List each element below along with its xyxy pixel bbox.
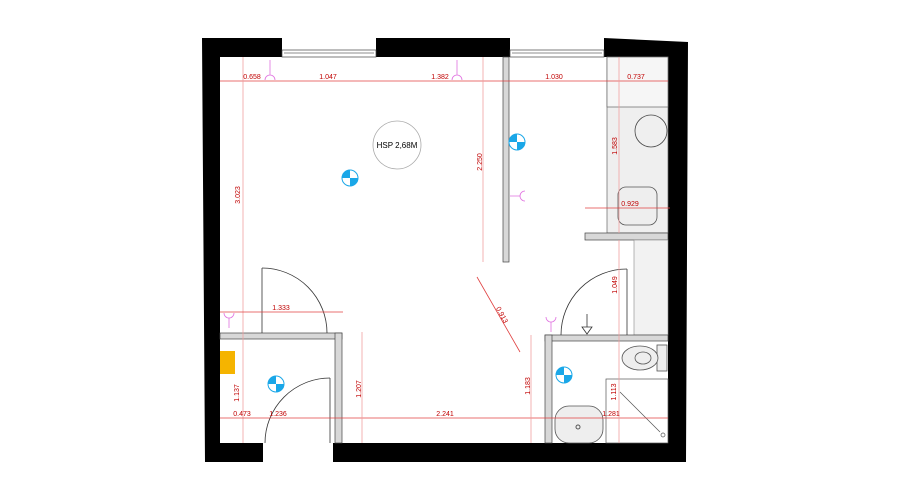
dimension-label: 1.047 — [319, 74, 337, 81]
dimension-label: 2.241 — [436, 411, 454, 418]
sink-icon — [617, 186, 658, 226]
kitchen-counter-end — [606, 56, 669, 108]
dimension-label: 1.333 — [272, 305, 290, 312]
storage-door[interactable] — [560, 268, 628, 336]
dimension-label: 1.183 — [525, 377, 532, 395]
dimension-label: 1.207 — [356, 380, 363, 398]
window-right — [509, 49, 605, 58]
partition-entry-top — [219, 332, 343, 340]
dimension-label: 1.113 — [611, 383, 618, 400]
outlet-icon — [223, 60, 557, 332]
dimension-lines — [220, 57, 670, 443]
storage — [633, 239, 669, 336]
arrow-down-icon — [581, 314, 593, 335]
dimension-label: 0.473 — [233, 411, 251, 418]
partition-bath-left — [544, 334, 553, 444]
electrical-panel — [220, 351, 235, 374]
ceiling-light-icon — [267, 133, 573, 393]
dimension-label: 1.382 — [431, 74, 449, 81]
partition-bath-top — [544, 334, 669, 342]
entry-door[interactable] — [264, 377, 331, 444]
floor-area — [220, 57, 668, 443]
cooktop-icon — [634, 114, 668, 148]
closet-door[interactable] — [261, 267, 328, 334]
dimension-label: 3.023 — [235, 186, 242, 204]
ceiling-height-marker — [372, 120, 422, 170]
shower-icon — [605, 378, 669, 444]
dimension-label: 1.236 — [269, 411, 287, 418]
dimension-label: 1.049 — [612, 276, 619, 294]
window-left — [281, 49, 377, 58]
ceiling-height-label: HSP 2,68M — [377, 141, 418, 150]
dimension-label: 0.929 — [621, 201, 639, 208]
outer-walls — [202, 38, 688, 462]
dimension-label: 0.658 — [243, 74, 261, 81]
toilet-icon — [621, 344, 668, 372]
dimension-label: 1.030 — [545, 74, 563, 81]
partition-kitchen — [502, 56, 510, 263]
partition-counter — [584, 232, 669, 241]
dimension-label: 1.137 — [234, 384, 241, 402]
dimension-label: 0.737 — [627, 74, 645, 81]
dimension-label: 1.583 — [612, 137, 619, 155]
dimension-label: 1.281 — [602, 411, 620, 418]
washbasin-icon — [554, 405, 604, 444]
dimension-label: 2.250 — [477, 153, 484, 171]
partition-entry-right — [334, 332, 343, 444]
